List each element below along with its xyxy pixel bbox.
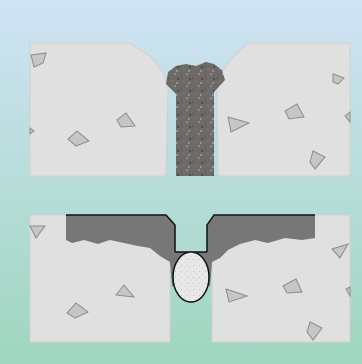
backer-rod (172, 251, 210, 303)
sealant-outline (66, 214, 315, 252)
aggregate-stone (306, 321, 323, 341)
aggregate-stone (66, 302, 89, 319)
joint-sealant (66, 215, 315, 286)
top-panel (29, 42, 351, 177)
aggregate-stone (282, 278, 303, 294)
aggregate-stone (331, 243, 350, 259)
aggregate-stone (30, 52, 47, 68)
bottom-panel (29, 214, 351, 343)
aggregate-stone (284, 103, 305, 120)
aggregate-stone (115, 284, 136, 298)
aggregate-stone (227, 116, 251, 133)
aggregate-stone (116, 112, 136, 128)
top-right-concrete-slab (216, 42, 351, 177)
aggregate-stone (332, 73, 345, 85)
aggregate-stone (344, 110, 351, 124)
aggregate-stone (29, 225, 46, 239)
debris-filled-joint (166, 62, 225, 176)
aggregate-stone (67, 130, 90, 147)
aggregate-stone (309, 150, 326, 170)
aggregate-stone (345, 286, 351, 298)
aggregate-stone (29, 127, 35, 135)
top-left-concrete-slab (29, 42, 169, 177)
aggregate-stone (225, 288, 249, 303)
